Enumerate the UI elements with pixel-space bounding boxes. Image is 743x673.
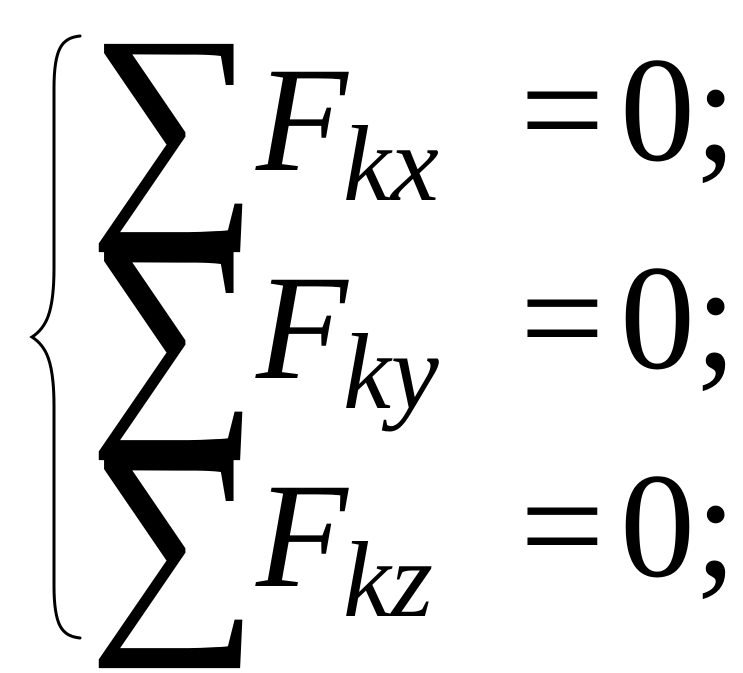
force-subscript: ky	[343, 313, 439, 432]
summation-symbol: ∑	[88, 403, 260, 669]
force-subscript: kz	[343, 521, 433, 640]
equation-row-x: ∑ F kx = 0;	[88, 0, 738, 253]
equals-sign: =	[520, 443, 605, 609]
force-symbol: F	[256, 37, 348, 203]
right-hand-side: 0;	[620, 235, 737, 401]
left-brace	[29, 34, 82, 640]
force-symbol: F	[256, 245, 348, 411]
equals-sign: =	[520, 235, 605, 401]
summation-symbol: ∑	[88, 195, 260, 461]
right-hand-side: 0;	[620, 27, 737, 193]
equation-row-z: ∑ F kz = 0;	[88, 403, 738, 669]
force-subscript: kx	[343, 105, 439, 224]
summation-symbol: ∑	[88, 0, 260, 253]
force-symbol: F	[256, 453, 348, 619]
equation-row-y: ∑ F ky = 0;	[88, 195, 738, 461]
equals-sign: =	[520, 27, 605, 193]
right-hand-side: 0;	[620, 443, 737, 609]
